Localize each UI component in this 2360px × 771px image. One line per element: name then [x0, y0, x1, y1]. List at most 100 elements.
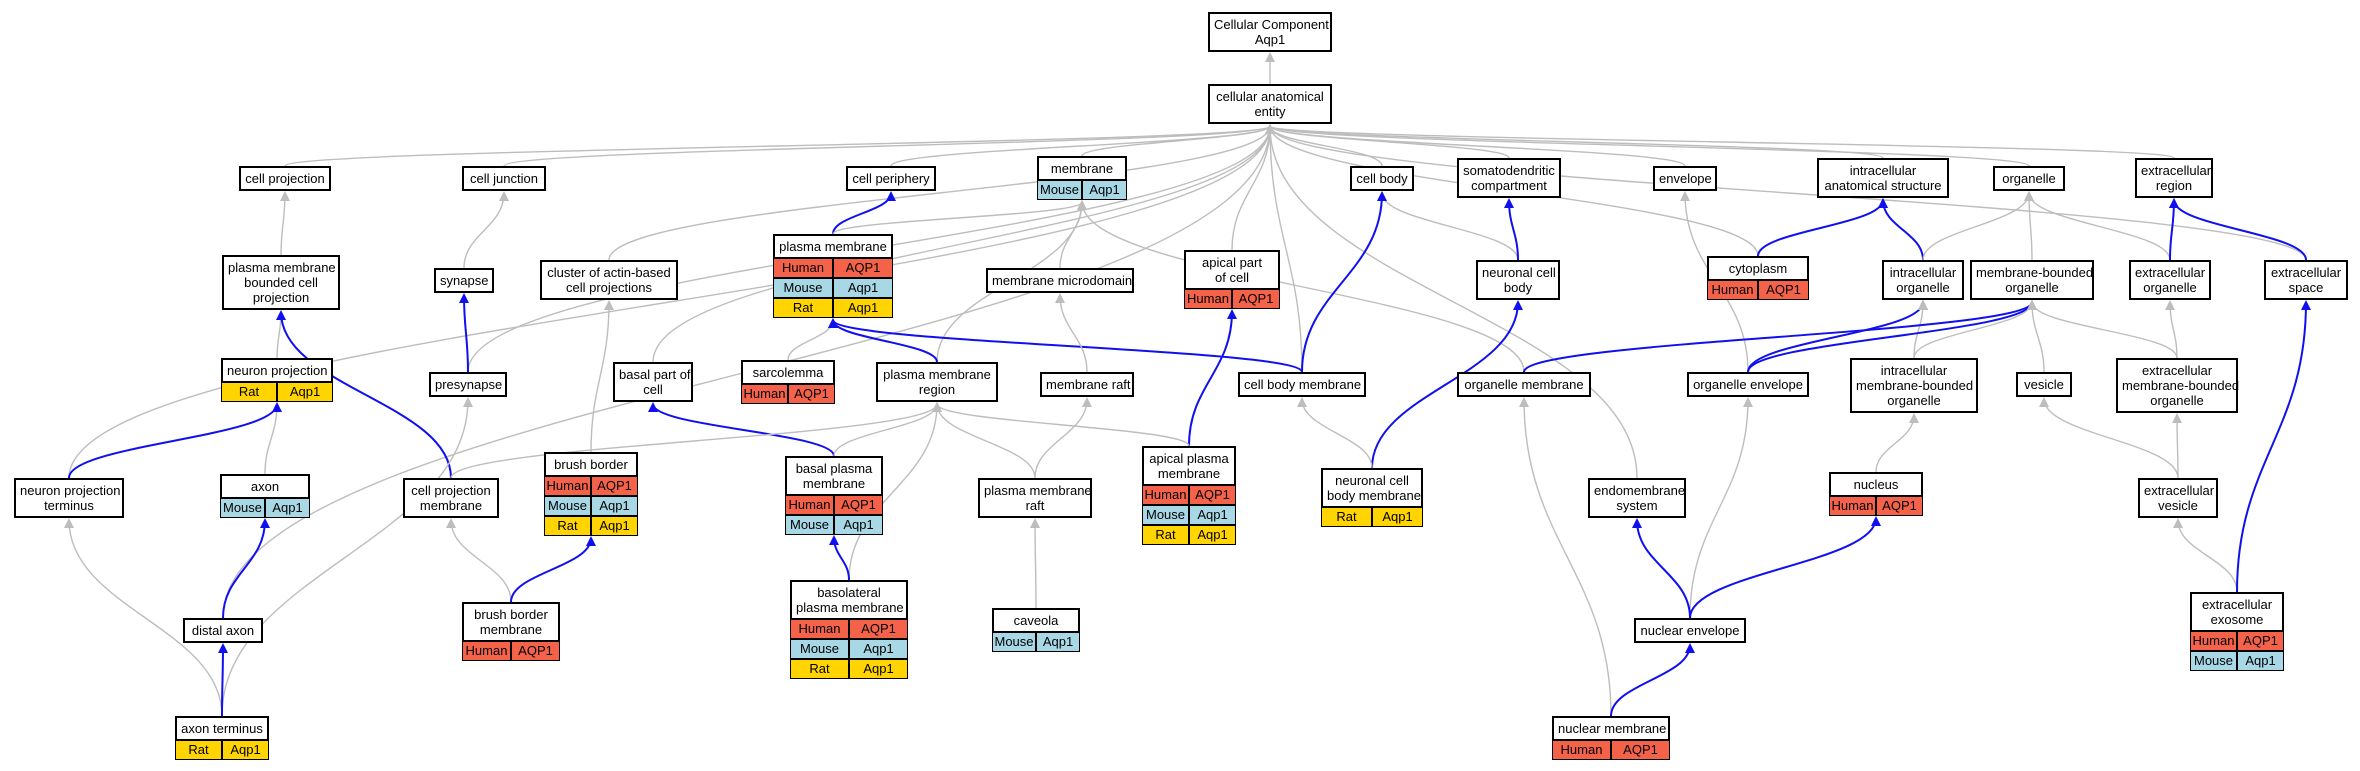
edge-vesicle-to-membrane_bounded_organelle	[2027, 300, 2045, 373]
node-cell-periphery[interactable]: cell periphery	[846, 166, 936, 191]
node-cell-junction[interactable]: cell junction	[462, 166, 546, 191]
species-cell: Human	[544, 477, 591, 496]
node-label-line: cell body	[1356, 171, 1408, 186]
node-nuclear-envelope[interactable]: nuclear envelope	[1634, 618, 1746, 643]
edge-plasma_membrane-to-membrane	[832, 200, 1087, 235]
node-label-line: space	[2288, 280, 2324, 295]
gene-cell: AQP1	[1232, 290, 1280, 309]
gene-cell: AQP1	[1189, 486, 1236, 505]
node-label-line: distal axon	[191, 623, 255, 638]
gene-cell: AQP1	[788, 385, 835, 404]
gene-cell: Aqp1	[834, 515, 883, 535]
node-label: caveola	[992, 608, 1080, 633]
node-label-line: extracellular	[2144, 483, 2215, 498]
node-cell-projection[interactable]: cell projection	[239, 166, 331, 191]
node-cell-body[interactable]: cell body	[1350, 166, 1414, 191]
node-cell-body-membrane[interactable]: cell body membrane	[1238, 372, 1366, 397]
species-cell: Human	[773, 259, 833, 278]
gene-cell: Aqp1	[222, 741, 269, 760]
node-label-line: membrane	[1157, 466, 1221, 481]
node-label: envelope	[1653, 166, 1717, 191]
edge-intracellular_organelle-to-ias	[1878, 198, 1924, 261]
node-membrane-microdomain[interactable]: membrane microdomain	[986, 268, 1134, 293]
node-presynapse[interactable]: presynapse	[429, 372, 507, 397]
node-synapse[interactable]: synapse	[434, 268, 494, 293]
edge-ext_exosome-to-ext_space	[2236, 300, 2311, 593]
node-label-line: organelle	[2150, 393, 2204, 408]
edge-apical_pm-to-apical_part	[1188, 309, 1237, 447]
node-envelope[interactable]: envelope	[1653, 166, 1717, 191]
edge-ias-to-cae	[1265, 124, 1884, 159]
node-label-line: region	[918, 382, 956, 397]
node-organelle-membrane[interactable]: organelle membrane	[1457, 372, 1591, 397]
node-label-line: body	[1503, 280, 1533, 295]
node-organelle[interactable]: organelle	[1993, 166, 2065, 191]
node-vesicle[interactable]: vesicle	[2016, 372, 2072, 397]
node-organelle-envelope[interactable]: organelle envelope	[1687, 372, 1809, 397]
node-membrane-raft[interactable]: membrane raft	[1040, 372, 1134, 397]
node-distal-axon[interactable]: distal axon	[183, 618, 263, 643]
species-cell: Mouse	[2190, 651, 2237, 671]
node-label-line: extracellular	[2141, 363, 2213, 378]
node-label-line: apical plasma	[1149, 451, 1229, 466]
node-label-line: organelle envelope	[1693, 377, 1803, 392]
node-label-line: neuron projection	[227, 363, 328, 378]
edge-bbm-to-cpm	[446, 518, 512, 603]
edge-cell_projection-to-cae	[284, 124, 1275, 167]
species-cell: Mouse	[992, 633, 1036, 652]
node-label-line: cell body membrane	[1244, 377, 1362, 392]
gene-cell: Aqp1	[1036, 633, 1080, 652]
